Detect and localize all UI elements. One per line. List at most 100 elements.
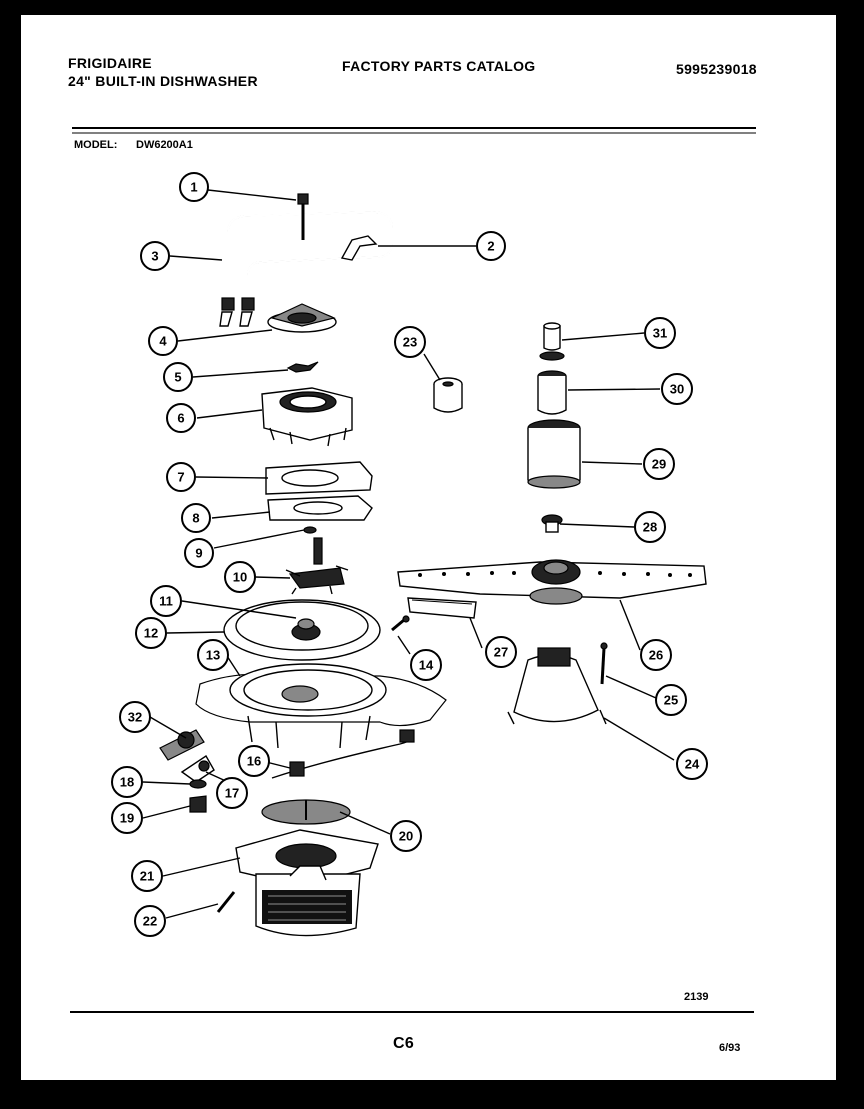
- callout-1: 1: [179, 172, 209, 202]
- part-32-hose: [159, 729, 205, 761]
- part-27-deflector: [407, 597, 477, 619]
- svg-text:31: 31: [653, 326, 667, 341]
- part-22-screw: [216, 891, 236, 913]
- part-10-impeller: [285, 537, 349, 595]
- svg-text:19: 19: [120, 811, 134, 826]
- callout-19: 19: [111, 802, 143, 834]
- svg-text:22: 22: [143, 914, 157, 929]
- page-code: C6: [393, 1035, 415, 1052]
- brand-name: FRIGIDAIRE: [68, 55, 152, 71]
- callout-22: 22: [134, 905, 166, 937]
- svg-text:26: 26: [649, 648, 663, 663]
- parts-catalog-page: FRIGIDAIRE 24" BUILT-IN DISHWASHER FACTO…: [21, 15, 836, 1080]
- exploded-parts-diagram: 1 2 3 4 5 6 7 8 9 10 11 12 13 14 16 17 1…: [70, 127, 756, 1013]
- svg-text:3: 3: [151, 249, 158, 264]
- callout-20: 20: [390, 820, 422, 852]
- svg-text:29: 29: [652, 457, 666, 472]
- part-12-seal-ring: [223, 599, 381, 661]
- callout-27: 27: [485, 636, 517, 668]
- callout-5: 5: [163, 362, 193, 392]
- svg-text:13: 13: [206, 648, 220, 663]
- catalog-title: FACTORY PARTS CATALOG: [342, 58, 536, 74]
- model-value: DW6200A1: [136, 139, 193, 151]
- callout-12: 12: [135, 617, 167, 649]
- callout-8: 8: [181, 503, 211, 533]
- svg-text:16: 16: [247, 754, 261, 769]
- callout-13: 13: [197, 639, 229, 671]
- part-28-nut: [541, 514, 563, 533]
- part-6-housing: [261, 387, 353, 447]
- callout-26: 26: [640, 639, 672, 671]
- svg-text:21: 21: [140, 869, 154, 884]
- part-17-fitting: [180, 755, 215, 783]
- svg-text:11: 11: [159, 594, 173, 609]
- feed-tube-assembly: [219, 193, 393, 327]
- diagram-number: 2139: [684, 991, 709, 1003]
- product-description: 24" BUILT-IN DISHWASHER: [68, 73, 258, 89]
- callout-17: 17: [216, 777, 248, 809]
- part-9-washer: [303, 526, 317, 534]
- part-7-plate: [265, 461, 373, 495]
- callout-29: 29: [643, 448, 675, 480]
- part-18-washer: [189, 779, 207, 789]
- part-24-housing: [507, 647, 607, 725]
- part-14-screw: [391, 615, 410, 632]
- revision-date: 6/93: [719, 1042, 741, 1054]
- svg-text:24: 24: [685, 757, 700, 772]
- svg-text:1: 1: [190, 180, 197, 195]
- part-23-bushing: [433, 377, 463, 413]
- callout-7: 7: [166, 462, 196, 492]
- callout-4: 4: [148, 326, 178, 356]
- svg-text:17: 17: [225, 786, 239, 801]
- leader-lines: [142, 189, 675, 919]
- part-4-cover: [267, 303, 337, 333]
- callout-11: 11: [150, 585, 182, 617]
- svg-text:32: 32: [128, 710, 142, 725]
- svg-text:18: 18: [120, 775, 134, 790]
- callout-23: 23: [394, 326, 426, 358]
- part-29-tube-bottom: [527, 419, 581, 489]
- svg-text:28: 28: [643, 520, 657, 535]
- part-31-tube-top: [539, 322, 565, 361]
- callout-14: 14: [410, 649, 442, 681]
- callout-31: 31: [644, 317, 676, 349]
- svg-text:27: 27: [494, 645, 508, 660]
- svg-text:6: 6: [177, 411, 184, 426]
- callout-28: 28: [634, 511, 666, 543]
- catalog-number: 5995239018: [676, 61, 757, 77]
- part-20-disc: [261, 799, 351, 825]
- svg-text:30: 30: [670, 382, 684, 397]
- svg-text:20: 20: [399, 829, 413, 844]
- part-26-wash-arm: [397, 559, 707, 605]
- svg-text:12: 12: [144, 626, 158, 641]
- part-19-nut: [189, 795, 207, 813]
- part-8-gasket: [267, 495, 373, 521]
- svg-text:23: 23: [403, 335, 417, 350]
- svg-text:10: 10: [233, 570, 247, 585]
- svg-text:9: 9: [195, 546, 202, 561]
- callout-18: 18: [111, 766, 143, 798]
- part-21-motor: [235, 829, 379, 937]
- part-16-clamp: [271, 729, 415, 779]
- model-label: MODEL:: [74, 139, 118, 151]
- callout-24: 24: [676, 748, 708, 780]
- svg-text:4: 4: [159, 334, 167, 349]
- callout-10: 10: [224, 561, 256, 593]
- callout-32: 32: [119, 701, 151, 733]
- callout-21: 21: [131, 860, 163, 892]
- callout-30: 30: [661, 373, 693, 405]
- callout-6: 6: [166, 403, 196, 433]
- svg-text:25: 25: [664, 693, 678, 708]
- svg-text:5: 5: [174, 370, 181, 385]
- svg-text:8: 8: [192, 511, 199, 526]
- svg-text:14: 14: [419, 658, 434, 673]
- svg-text:2: 2: [487, 239, 494, 254]
- part-30-tube-middle: [537, 370, 567, 415]
- callout-9: 9: [184, 538, 214, 568]
- callout-2: 2: [476, 231, 506, 261]
- svg-text:7: 7: [177, 470, 184, 485]
- part-13-sump: [195, 663, 447, 749]
- callout-3: 3: [140, 241, 170, 271]
- callout-16: 16: [238, 745, 270, 777]
- callout-25: 25: [655, 684, 687, 716]
